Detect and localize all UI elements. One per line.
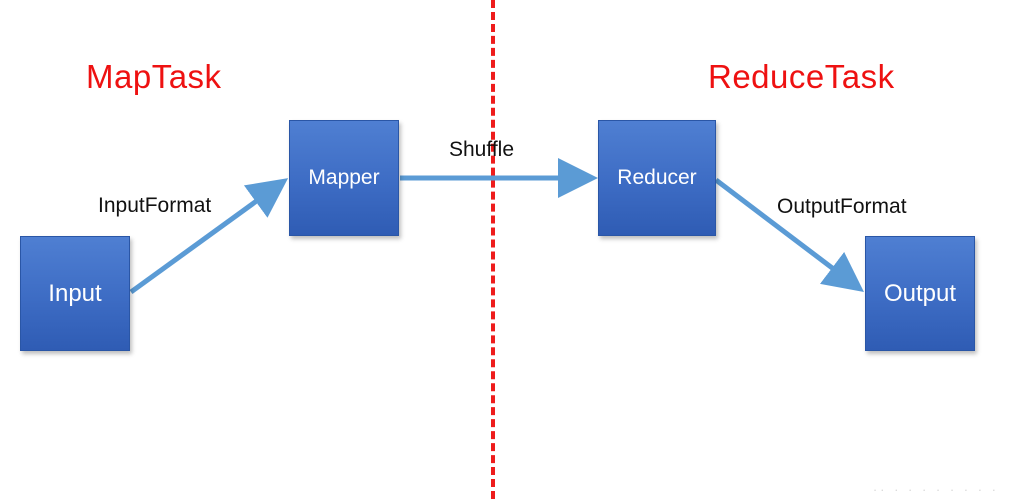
input-node-label: Input (48, 279, 102, 307)
shuffle-label: Shuffle (449, 138, 514, 161)
output-node: Output (865, 236, 975, 351)
arrow-reducer-to-output (714, 178, 864, 293)
arrow-input-to-mapper (129, 178, 289, 295)
reducetask-title: ReduceTask (708, 58, 895, 95)
mapper-node: Mapper (289, 120, 399, 236)
phase-divider-line (491, 0, 495, 499)
mapper-node-label: Mapper (308, 166, 380, 189)
reducer-node: Reducer (598, 120, 716, 236)
outputformat-label: OutputFormat (777, 195, 907, 218)
maptask-title: MapTask (86, 58, 222, 95)
watermark: ·· · · · · · · · · (872, 482, 999, 497)
output-node-label: Output (883, 279, 957, 307)
input-node: Input (20, 236, 130, 351)
inputformat-label: InputFormat (98, 194, 212, 217)
reducer-node-label: Reducer (617, 166, 697, 189)
